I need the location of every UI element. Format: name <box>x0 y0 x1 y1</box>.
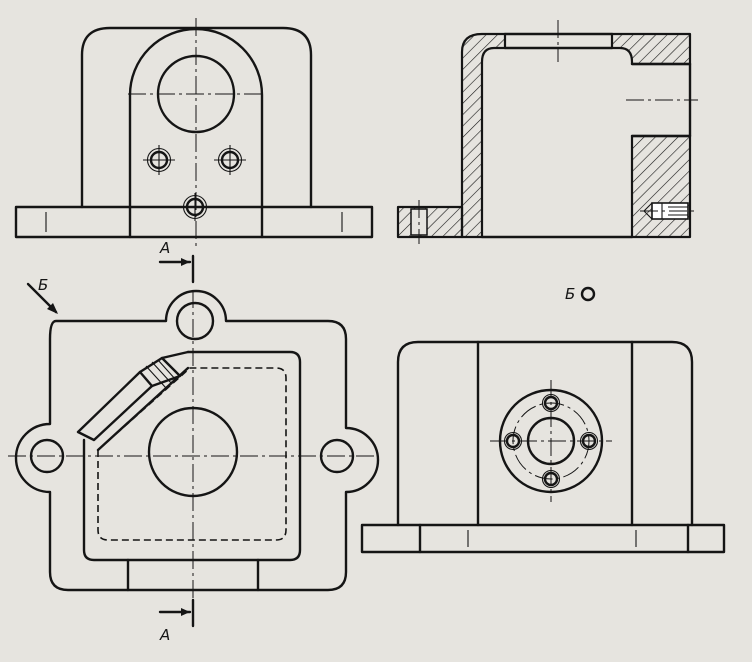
front-view <box>14 18 374 248</box>
front-view-threaded-hole-left <box>143 145 175 175</box>
view-marker-rotation-icon <box>580 286 596 302</box>
top-view-lug-hole-top <box>175 301 215 341</box>
section-threaded-hole <box>640 202 698 220</box>
section-view <box>396 20 698 244</box>
section-plane-markers: A A <box>158 239 195 644</box>
front-view-threaded-hole-bottom <box>179 193 211 221</box>
top-view-cavity-chamfer <box>96 366 190 452</box>
section-right-wall-top <box>610 32 692 66</box>
top-view-hidden-cavity <box>97 367 287 541</box>
section-left-wall <box>460 32 507 239</box>
section-left-foot <box>396 205 464 239</box>
view-marker: Б <box>565 285 596 303</box>
section-label-top: A <box>159 239 170 257</box>
top-view-inner-wall <box>82 350 302 562</box>
view-arrow: Б <box>26 276 58 314</box>
view-arrow-label: Б <box>38 276 48 294</box>
top-view-bottom-tab <box>126 558 260 592</box>
top-view <box>8 289 380 612</box>
section-label-bottom: A <box>159 626 170 644</box>
section-right-wall-bottom <box>630 134 692 239</box>
front-view-base-flange <box>14 205 374 239</box>
top-view-oblique-boss <box>76 350 190 442</box>
view-marker-label: Б <box>565 285 575 303</box>
front-view-threaded-hole-right <box>214 145 246 175</box>
view-b-base <box>360 523 726 554</box>
top-view-outline <box>14 289 380 592</box>
view-b <box>360 340 726 554</box>
view-b-body-outline <box>396 340 694 527</box>
